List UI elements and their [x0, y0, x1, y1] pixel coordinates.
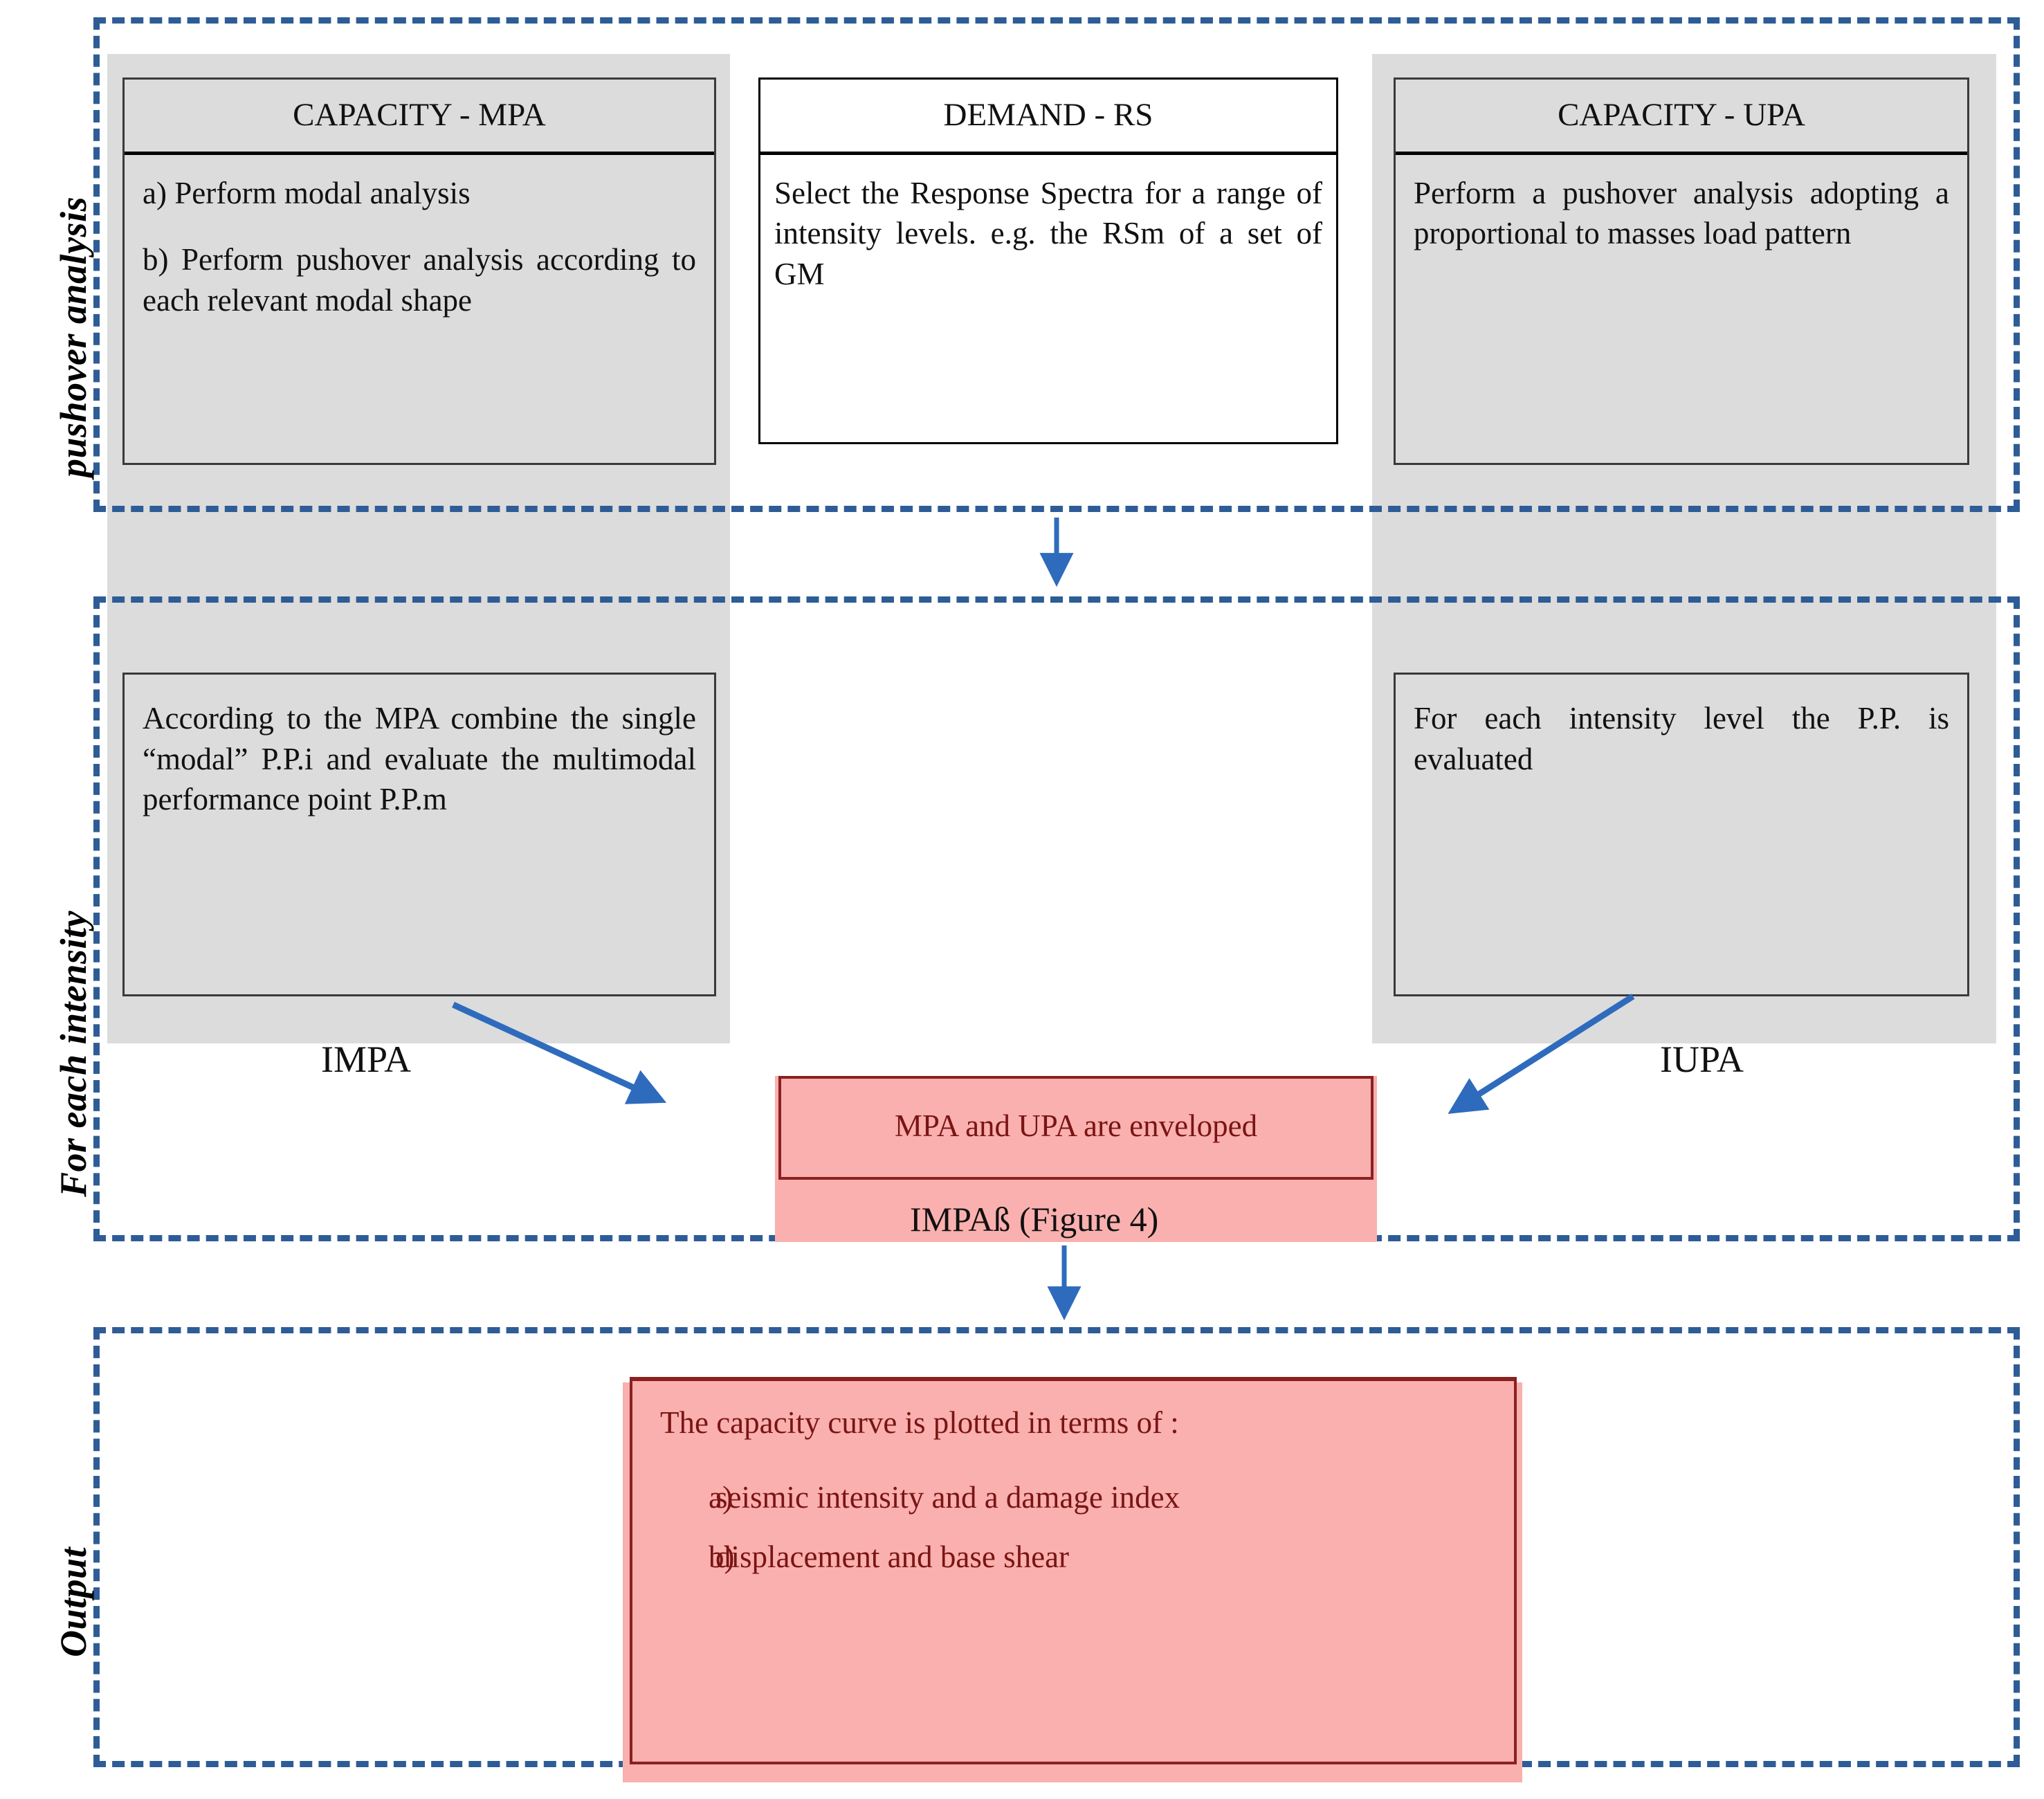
box-demand-rs[interactable]: DEMAND - RS Select the Response Spectra … — [758, 77, 1338, 444]
output-list-item: a) seismic intensity and a damage index — [632, 1477, 1514, 1518]
box-capacity-mpa[interactable]: CAPACITY - MPA a) Perform modal analysis… — [122, 77, 716, 465]
box-output-capacity-curve[interactable]: The capacity curve is plotted in terms o… — [630, 1377, 1517, 1764]
output-item-marker: a) — [709, 1480, 733, 1515]
box-upa-performance-point-body: For each intensity level the P.P. is eva… — [1414, 701, 1949, 776]
lane-pushover-analysis — [93, 17, 2020, 512]
lane-caption-pushover-analysis: pushover analysis — [53, 196, 94, 477]
box-capacity-mpa-body: a) Perform modal analysis b) Perform pus… — [125, 155, 714, 328]
box-demand-rs-body: Select the Response Spectra for a range … — [774, 175, 1322, 291]
output-heading: The capacity curve is plotted in terms o… — [660, 1405, 1179, 1440]
box-capacity-upa[interactable]: CAPACITY - UPA Perform a pushover analys… — [1394, 77, 1969, 465]
box-demand-rs-header: DEMAND - RS — [760, 80, 1336, 155]
box-upa-performance-point[interactable]: For each intensity level the P.P. is eva… — [1394, 673, 1969, 996]
output-list: a) seismic intensity and a damage index … — [632, 1477, 1514, 1578]
output-item-marker: b) — [709, 1540, 735, 1575]
box-mpa-upa-enveloped-text: MPA and UPA are enveloped — [894, 1108, 1258, 1143]
box-capacity-mpa-line-b: b) Perform pushover analysis according t… — [143, 242, 696, 318]
label-iupa: IUPA — [1660, 1039, 1744, 1080]
label-impa-beta-figure4: IMPAß (Figure 4) — [910, 1200, 1159, 1239]
box-mpa-combine-body: According to the MPA combine the single … — [143, 701, 696, 816]
box-mpa-upa-enveloped[interactable]: MPA and UPA are enveloped — [778, 1076, 1374, 1180]
lane-caption-output: Output — [53, 1546, 94, 1657]
box-capacity-mpa-header: CAPACITY - MPA — [125, 80, 714, 155]
label-impa: IMPA — [321, 1039, 412, 1080]
output-item-text: seismic intensity and a damage index — [715, 1480, 1180, 1515]
lane-caption-for-each-intensity: For each intensity — [53, 910, 94, 1197]
box-mpa-combine[interactable]: According to the MPA combine the single … — [122, 673, 716, 996]
output-list-item: b) displacement and base shear — [632, 1536, 1514, 1578]
box-capacity-mpa-line-a: a) Perform modal analysis — [143, 175, 471, 210]
output-item-text: displacement and base shear — [715, 1540, 1070, 1575]
box-capacity-upa-body: Perform a pushover analysis adopting a p… — [1414, 175, 1949, 251]
box-capacity-upa-header: CAPACITY - UPA — [1396, 80, 1967, 155]
